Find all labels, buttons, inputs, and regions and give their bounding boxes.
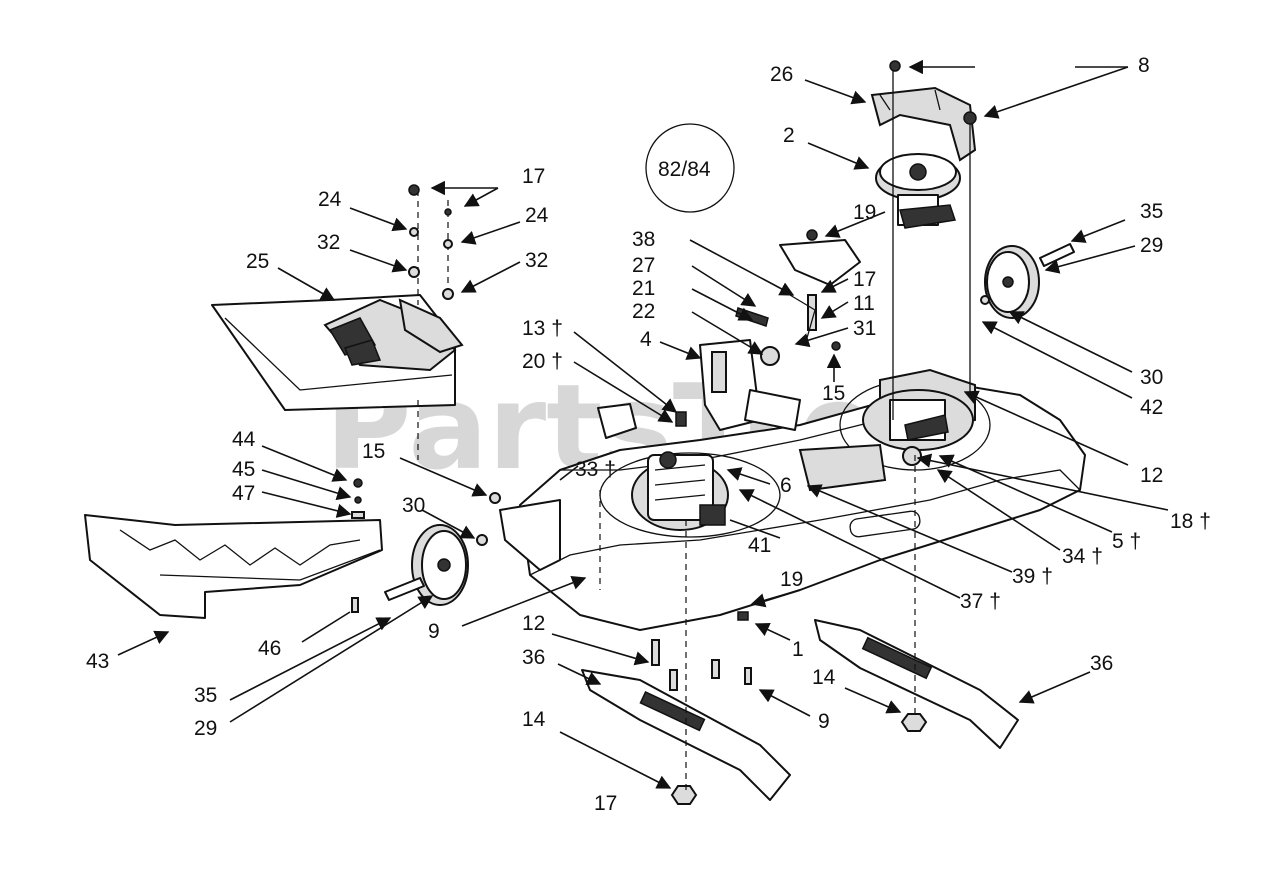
pulley-guard [870, 86, 977, 162]
callout-22: 22 [632, 300, 655, 323]
callout-46: 46 [258, 637, 281, 660]
callout-45: 45 [232, 458, 255, 481]
left-spindle [631, 451, 729, 531]
belt-guard-bracket [779, 229, 861, 346]
callout-34: 34 † [1062, 545, 1103, 568]
callout-14: 14 [522, 708, 546, 731]
callout-21: 21 [632, 277, 655, 300]
callout-15: 15 [362, 440, 385, 463]
right-spindle [862, 389, 974, 466]
mulch-deflector [84, 514, 383, 619]
callout-labels: 8 26 2 17 24 24 32 32 25 19 35 29 38 27 … [86, 54, 1211, 815]
callout-5: 5 † [1112, 530, 1141, 553]
callout-17: 17 [522, 165, 545, 188]
callout-14: 14 [812, 666, 836, 689]
callout-36: 36 [522, 646, 545, 669]
callout-8: 8 [1138, 54, 1150, 77]
callout-36: 36 [1090, 652, 1113, 675]
callout-17: 17 [853, 268, 876, 291]
leader-lines [117, 59, 1169, 789]
deck-pulley [875, 153, 961, 229]
callout-29: 29 [194, 717, 217, 740]
discharge-chute [211, 294, 464, 411]
callout-27: 27 [632, 254, 655, 277]
callout-12: 12 [522, 612, 545, 635]
blade-nut-right [900, 713, 928, 732]
callout-37: 37 † [960, 590, 1001, 613]
blade-nut-left [670, 785, 698, 805]
callout-43: 43 [86, 650, 109, 673]
callout-9: 9 [818, 710, 830, 733]
callout-4: 4 [640, 328, 652, 351]
callout-32: 32 [317, 231, 340, 254]
callout-25: 25 [246, 250, 269, 273]
callout-29: 29 [1140, 234, 1163, 257]
callout-39: 39 † [1012, 565, 1053, 588]
callout-19: 19 [853, 201, 876, 224]
callout-35: 35 [194, 684, 217, 707]
callout-11: 11 [853, 292, 875, 315]
callout-19: 19 [780, 568, 803, 591]
right-blade [814, 619, 1019, 749]
callout-1: 1 [792, 638, 804, 661]
callout-18: 18 † [1170, 510, 1211, 533]
callout-24: 24 [318, 188, 342, 211]
assembly-axes [417, 70, 971, 790]
callout-33: 33 † [575, 458, 616, 481]
callout-26: 26 [770, 63, 793, 86]
callout-44: 44 [232, 428, 256, 451]
callout-12: 12 [1140, 464, 1163, 487]
callout-35: 35 [1140, 200, 1163, 223]
right-gauge-wheel [980, 243, 1075, 319]
callout-42: 42 [1140, 396, 1163, 419]
callout-15: 15 [822, 382, 845, 405]
callout-24: 24 [525, 204, 549, 227]
callout-20: 20 † [522, 350, 563, 373]
callout-2: 2 [783, 124, 795, 147]
model-badge-circle [645, 123, 735, 213]
callout-38: 38 [632, 228, 655, 251]
idler-bracket [699, 307, 801, 431]
callout-31: 31 [853, 317, 876, 340]
callout-30: 30 [1140, 366, 1163, 389]
callout-13: 13 † [522, 317, 563, 340]
callout-17: 17 [594, 792, 617, 815]
model-badge-label: 82/84 [658, 158, 711, 181]
callout-32: 32 [525, 249, 548, 272]
left-bracket [597, 403, 687, 439]
callout-47: 47 [232, 482, 255, 505]
callout-6: 6 [780, 474, 792, 497]
left-gauge-wheel [384, 492, 501, 606]
left-hardware-stack [351, 478, 365, 519]
callout-9: 9 [428, 620, 440, 643]
hardware-pieces [351, 60, 977, 691]
model-badge: 82/84 [645, 123, 735, 213]
callout-41: 41 [748, 534, 771, 557]
callout-30: 30 [402, 494, 425, 517]
